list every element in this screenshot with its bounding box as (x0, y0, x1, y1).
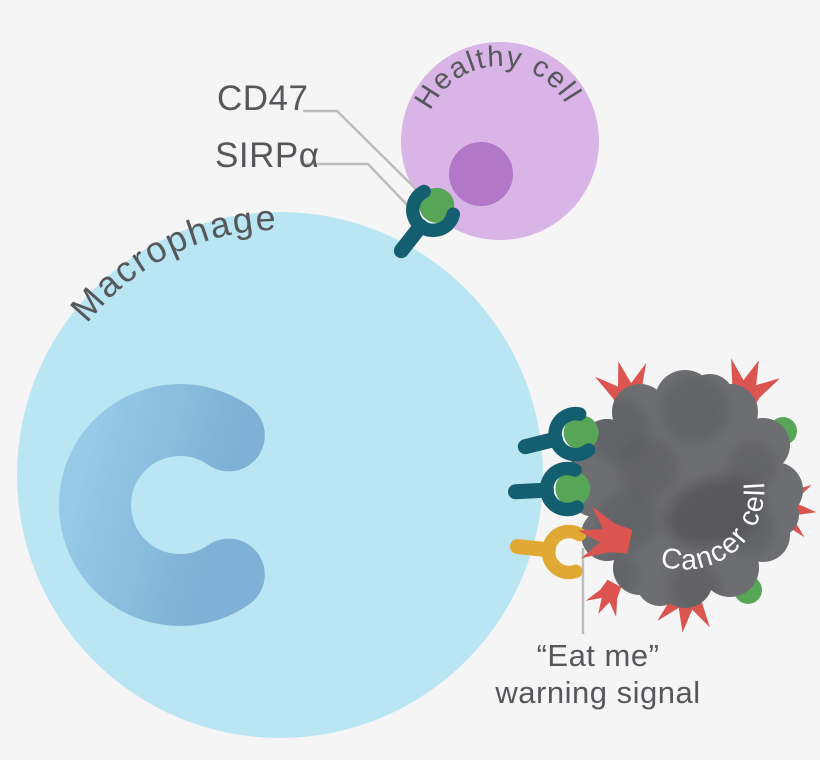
cancer-cell-group: Cancer cell (568, 350, 820, 636)
cd47-label: CD47 (217, 79, 308, 118)
macrophage-nucleus (59, 384, 265, 626)
sirpa-receptor-cancer-1 (513, 409, 599, 469)
sirpa-label: SIRPα (215, 136, 319, 175)
eat-me-label-line1: “Eat me” (537, 638, 660, 673)
sirpa-receptor-healthy (381, 179, 464, 269)
cd47-leader-line (303, 109, 427, 200)
sirpa-receptor-cancer-2 (507, 467, 591, 512)
healthy-cell-nucleus (449, 142, 513, 206)
cd47-molecule-bound (563, 415, 599, 451)
eat-me-label-line2: warning signal (494, 675, 700, 710)
healthy-cell-body (401, 42, 599, 240)
cd47-molecule-bound (555, 471, 591, 507)
